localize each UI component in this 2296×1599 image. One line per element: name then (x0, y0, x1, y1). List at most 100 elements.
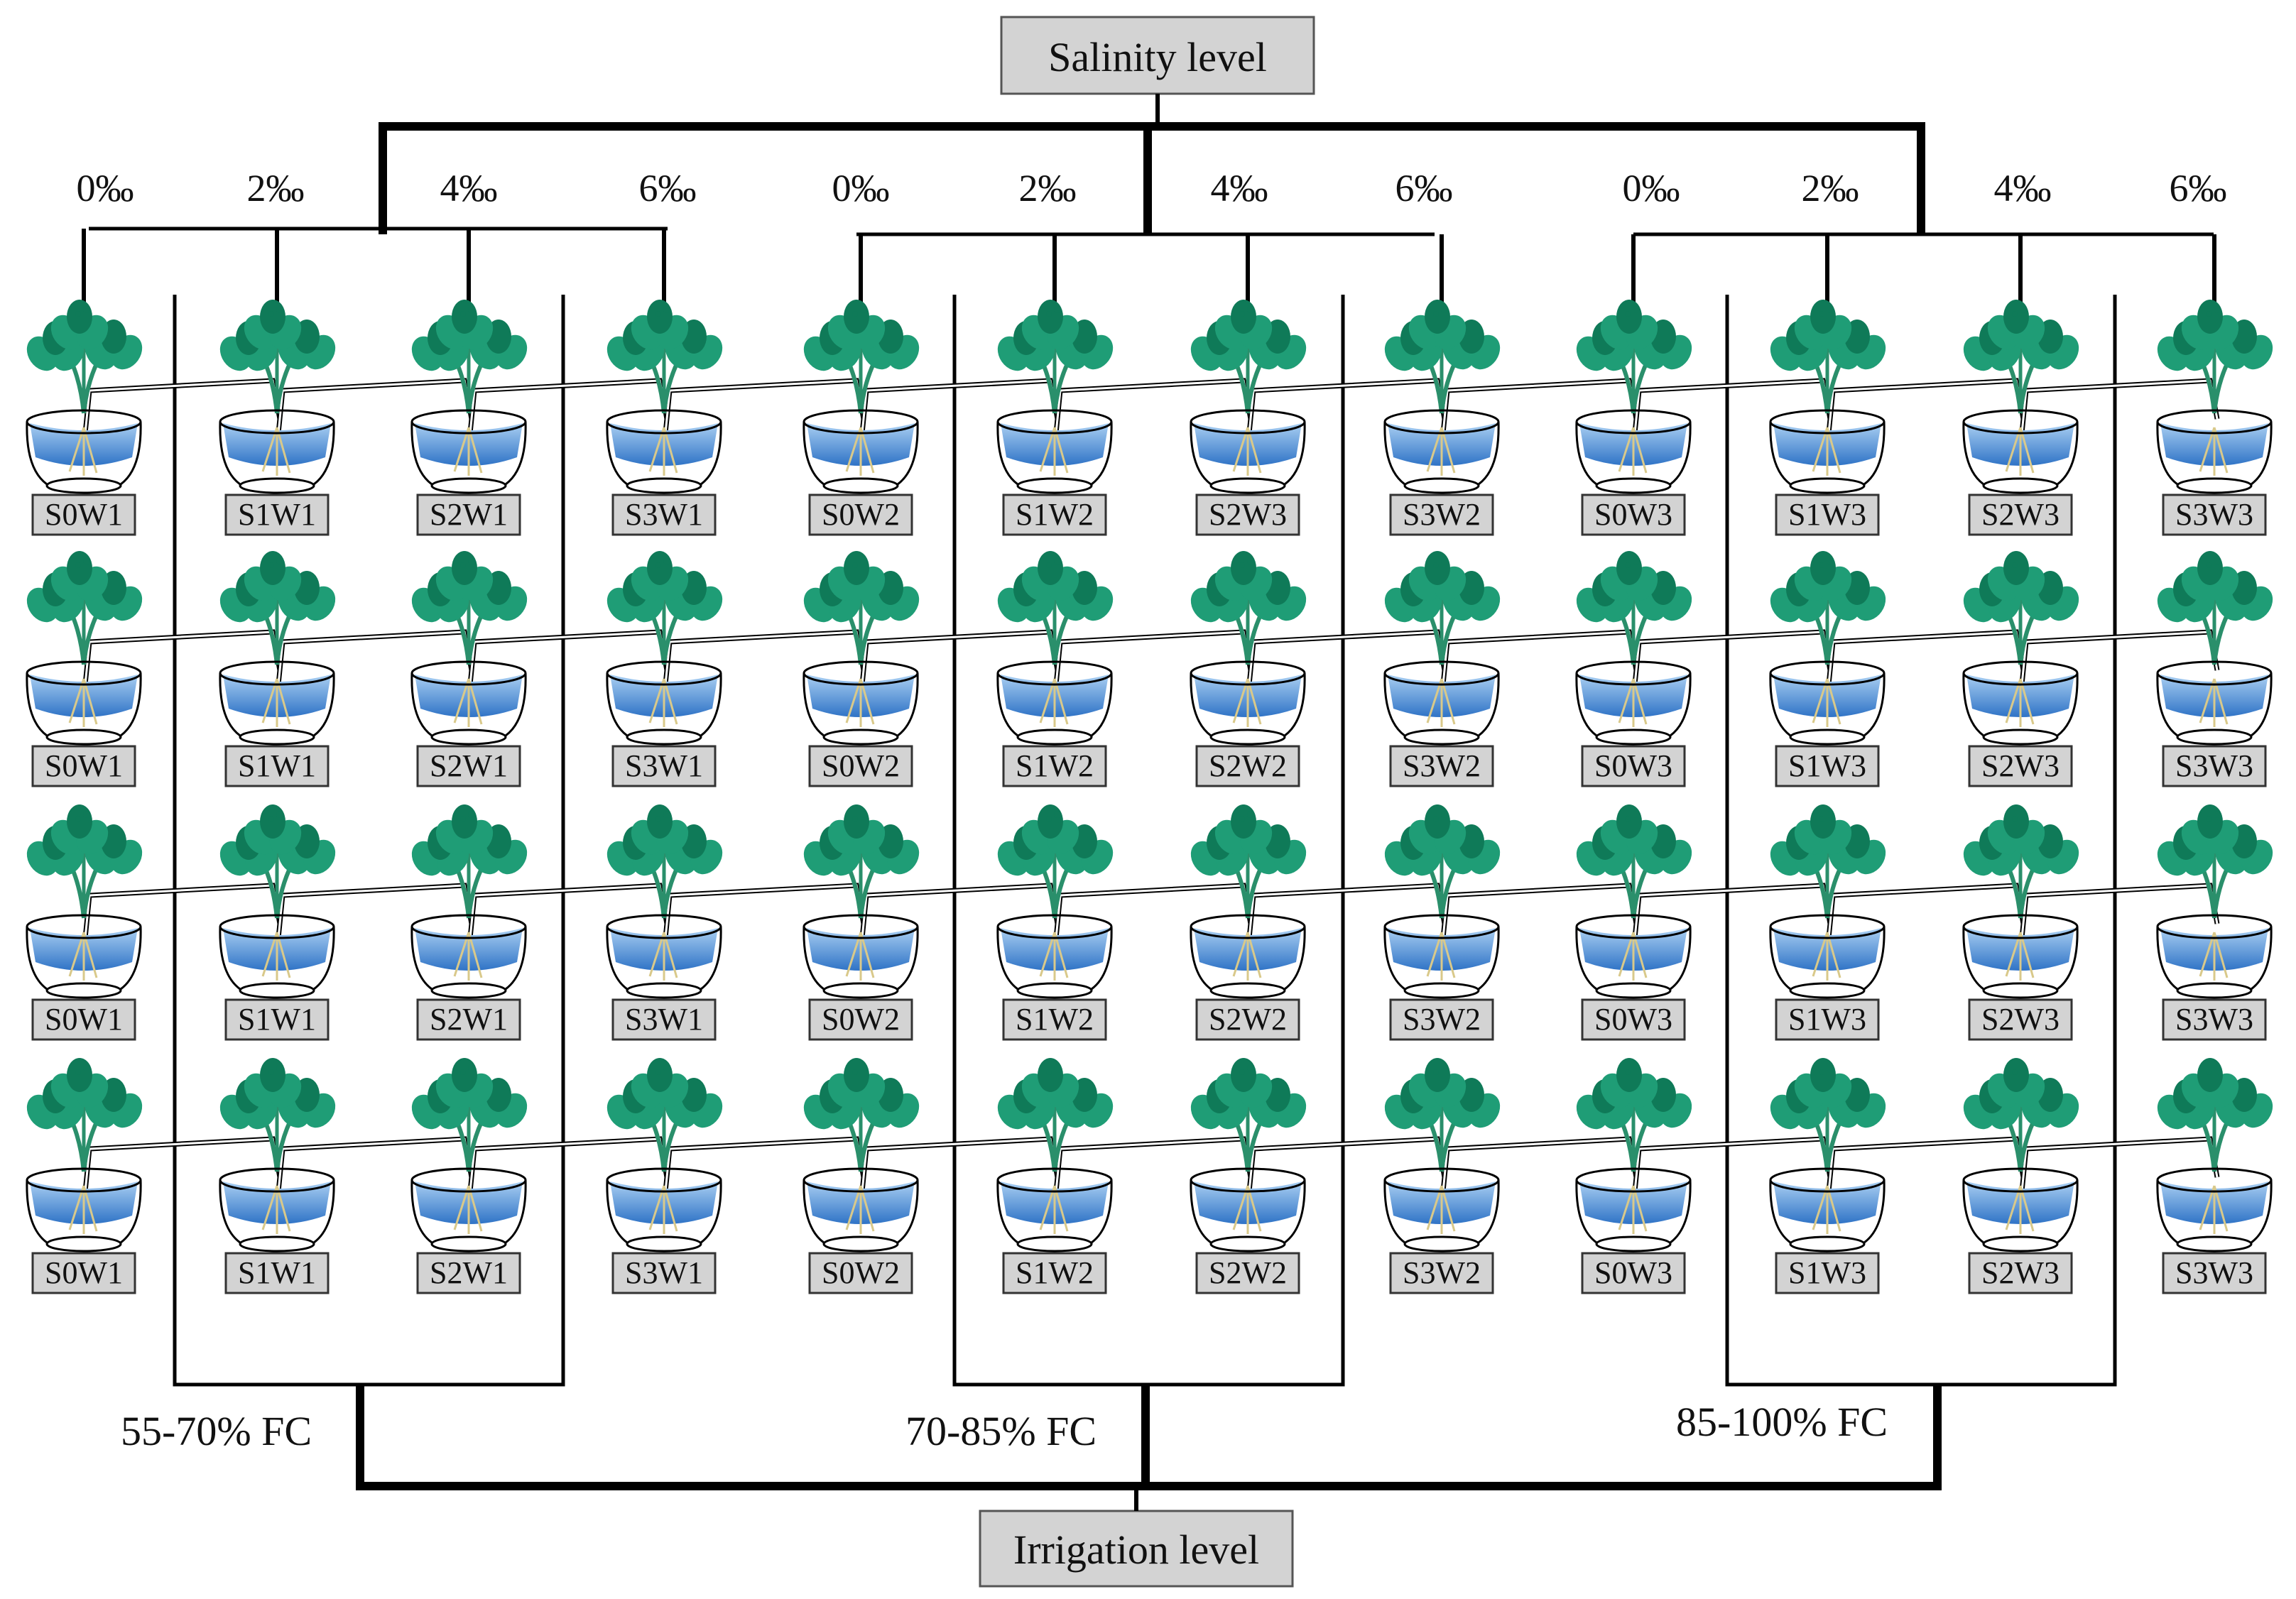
pipe-segment (1440, 883, 1639, 939)
strawberry-plant-icon (411, 804, 528, 919)
treatment-label-text: S1W3 (1788, 1002, 1866, 1037)
irrigation-group-2-bracket (952, 295, 1345, 1387)
treatment-label-box (2162, 745, 2267, 787)
pipe-segment (1632, 378, 1833, 434)
treatment-label-text: S2W3 (1981, 748, 2060, 783)
pot-cell: S0W3 (1575, 300, 1692, 536)
pipe-segment (1632, 629, 1833, 685)
pot-icon (26, 1167, 142, 1253)
pipe-segment (467, 883, 670, 939)
pot-cell: S2W1 (410, 551, 528, 787)
pot-icon (410, 409, 527, 494)
treatment-label-box (808, 998, 913, 1041)
treatment-label-box (1002, 745, 1107, 787)
treatment-label-box (1775, 745, 1880, 787)
pot-icon (1383, 914, 1500, 999)
pot-icon (2156, 409, 2273, 494)
treatment-label: S0W2 (808, 998, 913, 1041)
pot-icon (1962, 1167, 2079, 1253)
pipe-segment (276, 1136, 474, 1192)
pot-cell: S0W1 (26, 551, 143, 787)
strawberry-plant-icon (1190, 804, 1307, 919)
pipe-segment (859, 629, 1060, 685)
treatment-label: S0W1 (31, 493, 136, 536)
treatment-label-text: S2W2 (1209, 1002, 1287, 1037)
strawberry-plant-icon (219, 1058, 336, 1172)
strawberry-plant-icon (1963, 804, 2079, 919)
pot-icon (1962, 409, 2079, 494)
strawberry-plant-icon (219, 300, 336, 414)
irrigation-level-title-text: Irrigation level (1013, 1527, 1259, 1573)
treatment-label-box (2162, 1252, 2267, 1294)
irrigation-group-1-bracket (173, 295, 565, 1387)
pot-cell: S2W1 (410, 804, 528, 1041)
strawberry-plant-icon (606, 551, 723, 665)
pot-cell: S1W2 (996, 300, 1114, 536)
irrigation-label-3: 85-100% FC (1676, 1399, 1888, 1445)
pipe-segment (276, 629, 474, 685)
pot-cell: S1W3 (1769, 551, 1886, 787)
treatment-label: S2W1 (416, 998, 521, 1041)
pot-cell: S1W1 (219, 300, 336, 536)
treatment-label: S3W2 (1389, 998, 1494, 1041)
pot-cell: S3W2 (1383, 804, 1501, 1041)
pipe-segment (1053, 629, 1253, 685)
treatment-label-text: S3W2 (1403, 1002, 1481, 1037)
treatment-label: S3W3 (2162, 1252, 2267, 1294)
treatment-label-box (1968, 493, 2073, 536)
strawberry-plant-icon (26, 804, 143, 919)
treatment-label: S0W3 (1581, 745, 1686, 787)
treatment-label: S3W2 (1389, 493, 1494, 536)
treatment-label: S2W2 (1195, 998, 1300, 1041)
strawberry-plant-icon (1963, 300, 2079, 414)
treatment-label: S1W2 (1002, 493, 1107, 536)
pot-icon (1383, 409, 1500, 494)
treatment-label-box (1581, 493, 1686, 536)
salinity-tick-g3-3: 6‰ (2170, 167, 2227, 209)
strawberry-plant-icon (997, 551, 1114, 665)
salinity-tick-labels: 0‰ 2‰ 4‰ 6‰ 0‰ 2‰ 4‰ 6‰ 0‰ 2‰ 4‰ 6‰ (77, 167, 2227, 209)
pipe-segment (1826, 1136, 2026, 1192)
pot-cell: S2W1 (410, 300, 528, 536)
strawberry-plant-icon (2157, 551, 2273, 665)
pot-icon (1575, 660, 1692, 746)
pot-cell: S2W3 (1962, 300, 2079, 536)
pot-cell: S1W1 (219, 1058, 336, 1294)
pipe-segment (2019, 629, 2220, 685)
pot-cell: S2W2 (1190, 804, 1307, 1041)
strawberry-plant-icon (606, 804, 723, 919)
pot-cell: S0W1 (26, 300, 143, 536)
treatment-label-text: S0W3 (1594, 748, 1672, 783)
salinity-level-title: Salinity level (1000, 16, 1315, 95)
pipe-segment (467, 378, 670, 434)
treatment-label-text: S3W3 (2175, 497, 2253, 532)
treatment-label-text: S3W1 (625, 748, 703, 783)
pot-cell: S1W1 (219, 551, 336, 787)
pot-icon (219, 1167, 335, 1253)
pipe-segment (2019, 378, 2220, 434)
treatment-label-text: S0W1 (45, 1002, 123, 1037)
treatment-label-text: S1W2 (1016, 497, 1094, 532)
treatment-label-text: S0W3 (1594, 1255, 1672, 1290)
treatment-label-box (808, 745, 913, 787)
strawberry-plant-icon (2157, 804, 2273, 919)
treatment-label-box (611, 745, 717, 787)
treatment-label-box (611, 998, 717, 1041)
treatment-label: S3W3 (2162, 998, 2267, 1041)
treatment-label-text: S0W1 (45, 1255, 123, 1290)
treatment-label-text: S0W1 (45, 497, 123, 532)
treatment-label: S0W2 (808, 1252, 913, 1294)
strawberry-plant-icon (1190, 551, 1307, 665)
treatment-label: S0W3 (1581, 1252, 1686, 1294)
treatment-label: S2W3 (1195, 493, 1300, 536)
pot-cell: S3W1 (606, 551, 723, 787)
strawberry-plant-icon (1576, 551, 1692, 665)
pot-cell: S0W3 (1575, 551, 1692, 787)
pot-icon (410, 660, 527, 746)
irrigation-pipes (82, 378, 2220, 1192)
treatment-label: S3W3 (2162, 493, 2267, 536)
pot-icon (2156, 1167, 2273, 1253)
pipe-segment (82, 378, 283, 434)
pipe-segment (1246, 883, 1447, 939)
salinity-tick-g1-1: 2‰ (247, 167, 305, 209)
